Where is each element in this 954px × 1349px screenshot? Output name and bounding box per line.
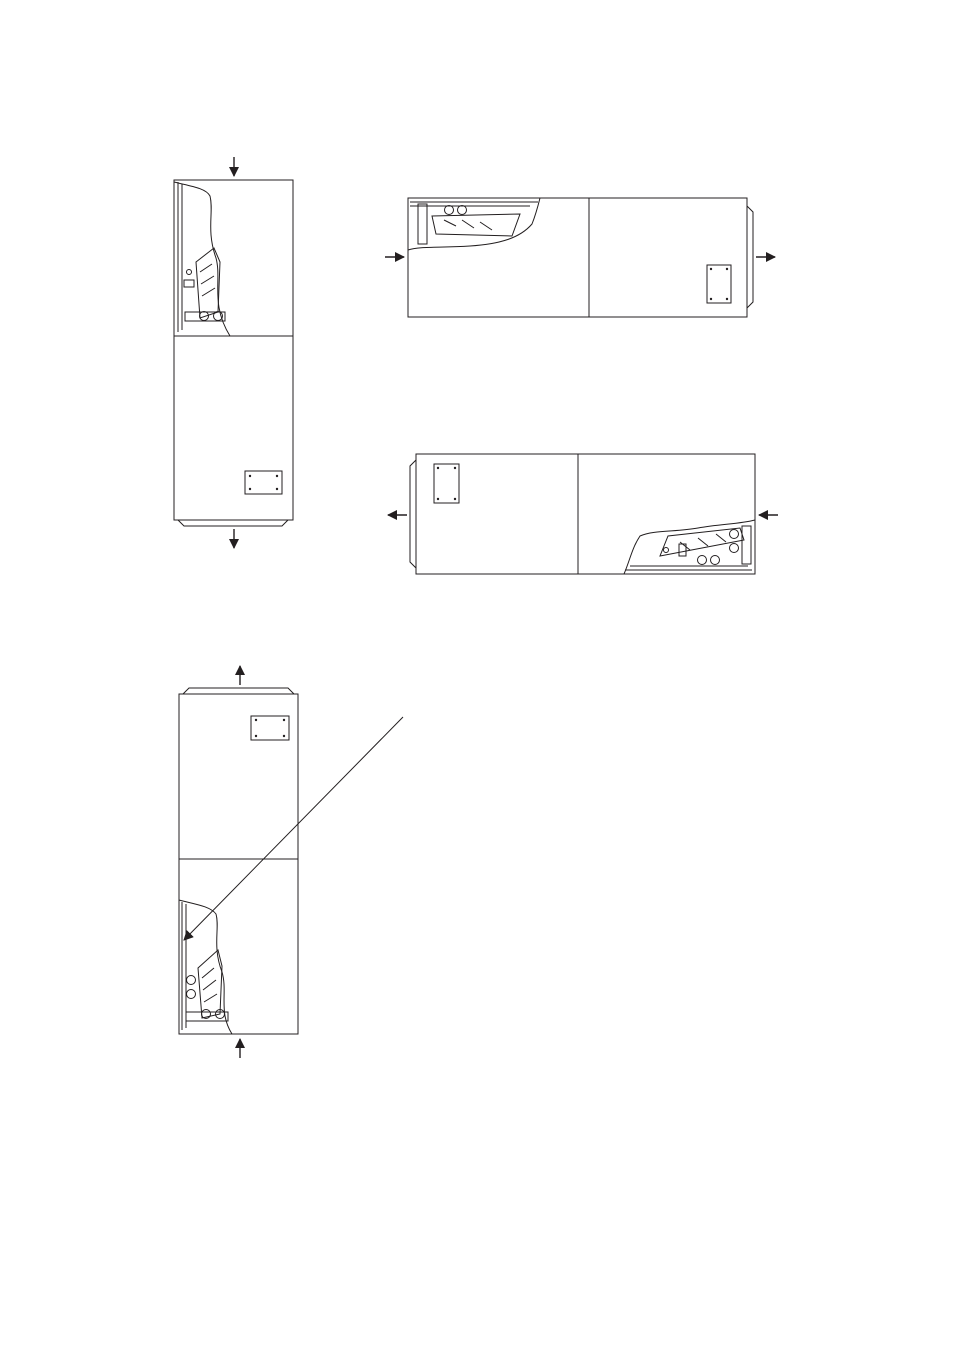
coil-cutaway [408,198,540,250]
panel-screws [710,268,728,300]
coil-cutaway [174,182,230,336]
coil-cutaway [624,520,755,574]
callout-leader-arrow [184,717,403,940]
unit-vertical-upflow [179,666,298,1058]
unit-vertical-downflow [174,157,293,548]
unit-cabinet [179,694,298,1034]
duct-flange [747,206,753,308]
unit-horizontal-right-to-left [388,454,778,574]
service-panel [245,471,282,494]
service-panel [707,265,731,303]
unit-cabinet [174,180,293,520]
coil-cutaway [179,900,232,1034]
unit-horizontal-left-to-right [385,198,775,317]
service-panel [434,464,459,503]
duct-flange [178,520,288,526]
duct-flange [183,688,294,694]
duct-flange [410,460,416,568]
panel-screws [255,719,285,737]
panel-screws [437,467,456,500]
panel-screws [249,475,278,490]
